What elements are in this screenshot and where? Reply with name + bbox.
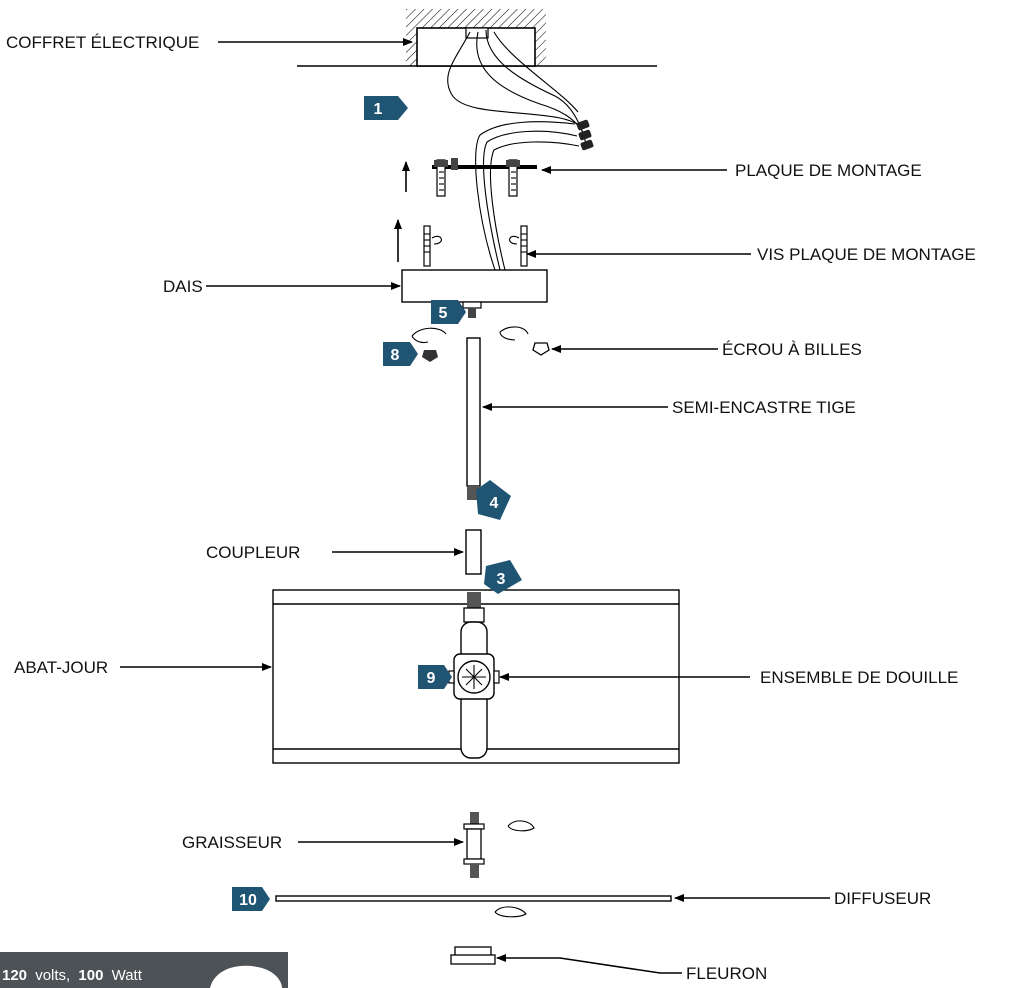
step-number: 10 [239,892,257,909]
spec-volts-unit: volts, [35,967,70,984]
semi-flush-rod [466,337,481,500]
step-number: 9 [427,670,436,687]
step-badge-3: 3 [484,560,522,594]
step-number: 4 [490,495,499,512]
svg-text:120 volts, 100: 120 volts, 100 Watt [2,967,143,984]
coupler [465,529,482,575]
label-lubricator: GRAISSEUR [182,833,282,852]
diffuser [275,895,672,918]
step-badge-4: 4 [476,480,511,520]
step-number: 1 [374,101,383,118]
label-socket-assembly: ENSEMBLE DE DOUILLE [760,668,958,687]
leader-lines [120,38,830,974]
ceiling-junction-box [297,9,657,67]
label-mounting-screws: VIS PLAQUE DE MONTAGE [757,245,976,264]
canopy [401,269,548,318]
label-shade: ABAT-JOUR [14,658,108,677]
step-badge-10: 10 [232,887,270,911]
label-semi-flush-rod: SEMI-ENCASTRE TIGE [672,398,856,417]
spec-watt-unit: Watt [112,967,143,984]
mounting-plate [432,158,537,197]
step-badge-8: 8 [383,342,418,366]
step-badge-1: 1 [364,96,408,120]
spec-watt-value: 100 [78,967,103,984]
supply-wires [447,29,594,271]
ball-nuts [411,326,550,362]
step-number: 8 [391,347,400,364]
socket-assembly [448,592,500,759]
step-badge-9: 9 [418,665,452,689]
label-junction-box: COFFRET ÉLECTRIQUE [6,33,199,52]
label-canopy: DAIS [163,277,203,296]
label-mounting-plate: PLAQUE DE MONTAGE [735,161,922,180]
finial [450,946,496,965]
label-finial: FLEURON [686,964,767,983]
label-coupler: COUPLEUR [206,543,300,562]
step-badge-5: 5 [431,300,466,324]
mounting-screws [423,225,528,267]
lubricator [463,812,535,878]
label-diffuser: DIFFUSEUR [834,889,931,908]
spec-volts-value: 120 [2,967,27,984]
step-number: 3 [497,571,506,588]
step-number: 5 [439,305,448,322]
spec-panel: 120 volts, 100 Watt [0,952,288,988]
label-ball-nut: ÉCROU À BILLES [722,340,862,359]
